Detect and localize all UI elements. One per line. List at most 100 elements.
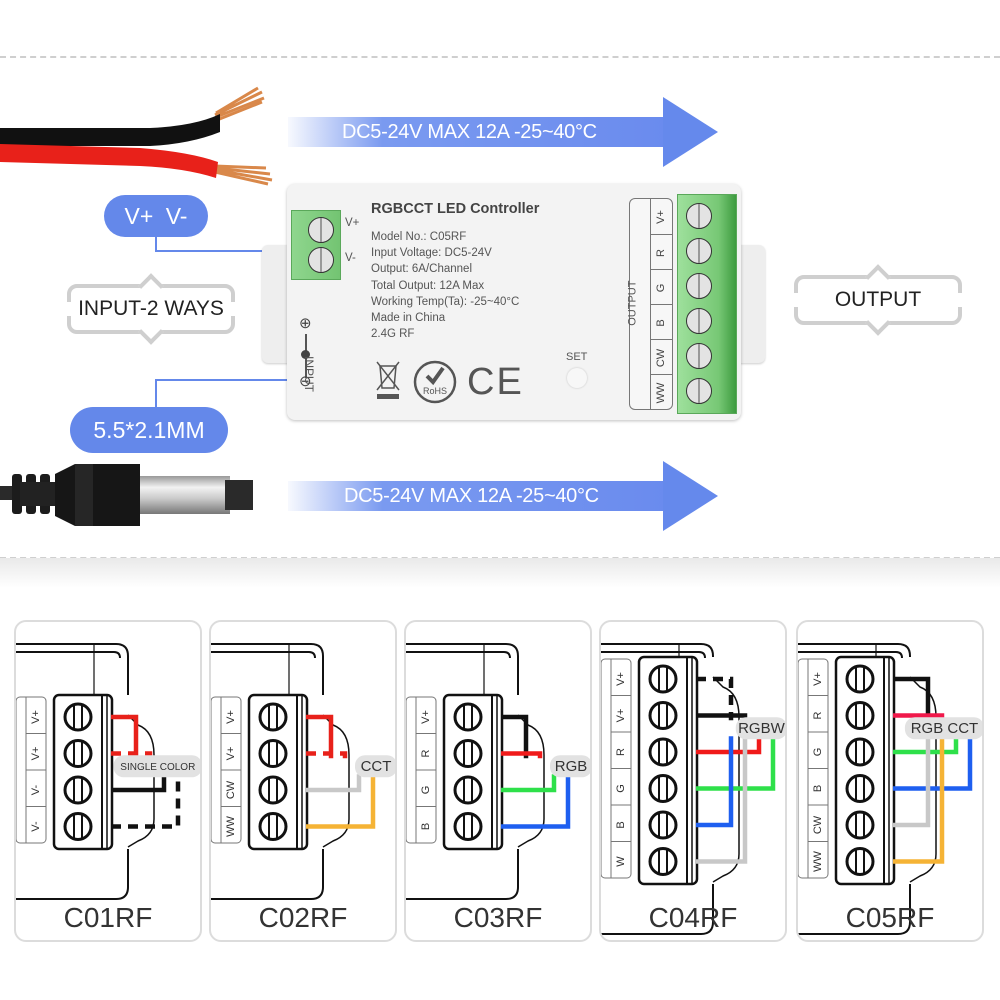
weee-icon <box>376 361 400 399</box>
spec-working-temp: Working Temp(Ta): -25~40°C <box>371 296 520 308</box>
wire-1 <box>306 714 334 759</box>
wiring-type-label: RGB <box>555 758 588 775</box>
terminal-screw <box>258 812 288 841</box>
wire-5 <box>696 736 734 828</box>
controller-title: RGBCCT LED Controller <box>371 201 540 217</box>
output-pin-table: OUTPUT V+ R G B CW WW <box>626 198 673 410</box>
housing-outline <box>798 884 911 935</box>
input-jack-label: INPUT <box>302 356 316 392</box>
pin-label: V- <box>30 784 42 795</box>
wire-6 <box>893 736 945 864</box>
terminal-screw <box>453 739 483 768</box>
terminal-screw <box>686 378 712 404</box>
wiring-type-tag <box>735 717 785 740</box>
wiring-type-label: SINGLE COLOR <box>120 762 195 773</box>
spec-input-voltage: Input Voltage: DC5-24V <box>371 247 492 259</box>
housing-outline <box>601 643 714 659</box>
wire-6 <box>696 736 748 864</box>
input-vplus-label: V+ <box>345 217 360 229</box>
copper-strands-bottom <box>214 164 273 186</box>
wiring-type-tag <box>904 717 982 740</box>
wire-3 <box>696 736 762 755</box>
terminal-block <box>52 693 114 851</box>
jack-plus-symbol: ⊕ <box>299 315 312 332</box>
wire-1 <box>501 714 529 759</box>
set-button[interactable] <box>567 368 587 388</box>
pin-label: B <box>812 785 824 792</box>
wiring-type-label: CCT <box>361 758 392 775</box>
card-model-title: C02RF <box>258 902 348 933</box>
output-pin-label: WW <box>650 374 672 410</box>
pin-label: V+ <box>812 672 824 686</box>
housing-outline <box>16 849 129 900</box>
housing-outline <box>211 849 324 900</box>
spec-origin: Made in China <box>371 312 446 324</box>
wire-3 <box>893 736 959 755</box>
ce-icon: CE <box>467 361 524 403</box>
housing-outline <box>406 643 519 695</box>
mounting-ear <box>909 676 937 883</box>
output-bracket: OUTPUT <box>792 264 964 336</box>
terminal-screw <box>686 238 712 264</box>
top-divider <box>0 56 1000 58</box>
terminal-callout-pill: V+ V- <box>104 195 208 237</box>
jack-callout-pill: 5.5*2.1MM <box>70 407 228 453</box>
spec-arrow-top: DC5-24V MAX 12A -25~40°C <box>288 97 718 177</box>
spec-total-output: Total Output: 12A Max <box>371 280 485 292</box>
output-label: OUTPUT <box>834 288 922 311</box>
pin-label: V+ <box>225 710 237 724</box>
wire-4 <box>696 736 776 791</box>
jack-callout-line <box>155 379 157 407</box>
terminal-screw <box>258 775 288 805</box>
terminal-screw <box>453 702 483 732</box>
pin-label: WW <box>812 851 824 872</box>
arrow-head <box>663 461 718 531</box>
wiring-type-tag <box>113 755 200 778</box>
wire-1 <box>696 676 734 721</box>
terminal-callout-line <box>155 250 293 252</box>
two-core-cable-image <box>0 86 273 186</box>
terminal-screw <box>453 812 483 841</box>
mounting-ear <box>127 714 155 848</box>
svg-text:RoHS: RoHS <box>423 386 447 396</box>
wire-3 <box>306 774 362 793</box>
wiring-type-tag <box>355 755 395 778</box>
arrow-spec-text: DC5-24V MAX 12A -25~40°C <box>344 485 599 507</box>
pin-label: V+ <box>225 747 237 761</box>
terminal-screw <box>845 810 875 840</box>
terminal-screw <box>308 247 334 273</box>
terminal-screw <box>63 775 93 805</box>
pin-label: G <box>812 748 824 757</box>
output-terminal-block <box>677 194 737 414</box>
housing-outline <box>406 849 519 900</box>
terminal-screw <box>686 308 712 334</box>
terminal-screw <box>63 812 93 841</box>
terminal-screw <box>648 664 678 694</box>
terminal-screw <box>845 664 875 694</box>
pin-label: V+ <box>615 709 627 723</box>
output-pin-label: G <box>650 269 672 305</box>
terminal-screw <box>258 739 288 768</box>
output-group-label: OUTPUT <box>626 280 639 326</box>
terminal-block <box>247 693 309 851</box>
rohs-icon: RoHS <box>413 360 457 404</box>
mounting-ear <box>322 714 350 848</box>
pin-label: V+ <box>420 710 432 724</box>
pin-label: V+ <box>30 747 42 761</box>
wiring-diagram: V+V+V-V-SINGLE COLOR <box>16 643 200 900</box>
wire-5 <box>893 736 931 828</box>
spec-model: Model No.: C05RF <box>371 231 467 243</box>
wire-4 <box>893 736 973 791</box>
terminal-screw <box>845 701 875 730</box>
set-label: SET <box>566 351 588 363</box>
input-ways-label: INPUT-2 WAYS <box>78 297 224 320</box>
terminal-screw <box>648 847 678 876</box>
wire-3 <box>111 774 167 793</box>
input-terminal-block <box>291 210 341 280</box>
black-wire <box>0 114 220 146</box>
pin-label: B <box>420 823 432 830</box>
pin-label: V- <box>30 821 42 832</box>
